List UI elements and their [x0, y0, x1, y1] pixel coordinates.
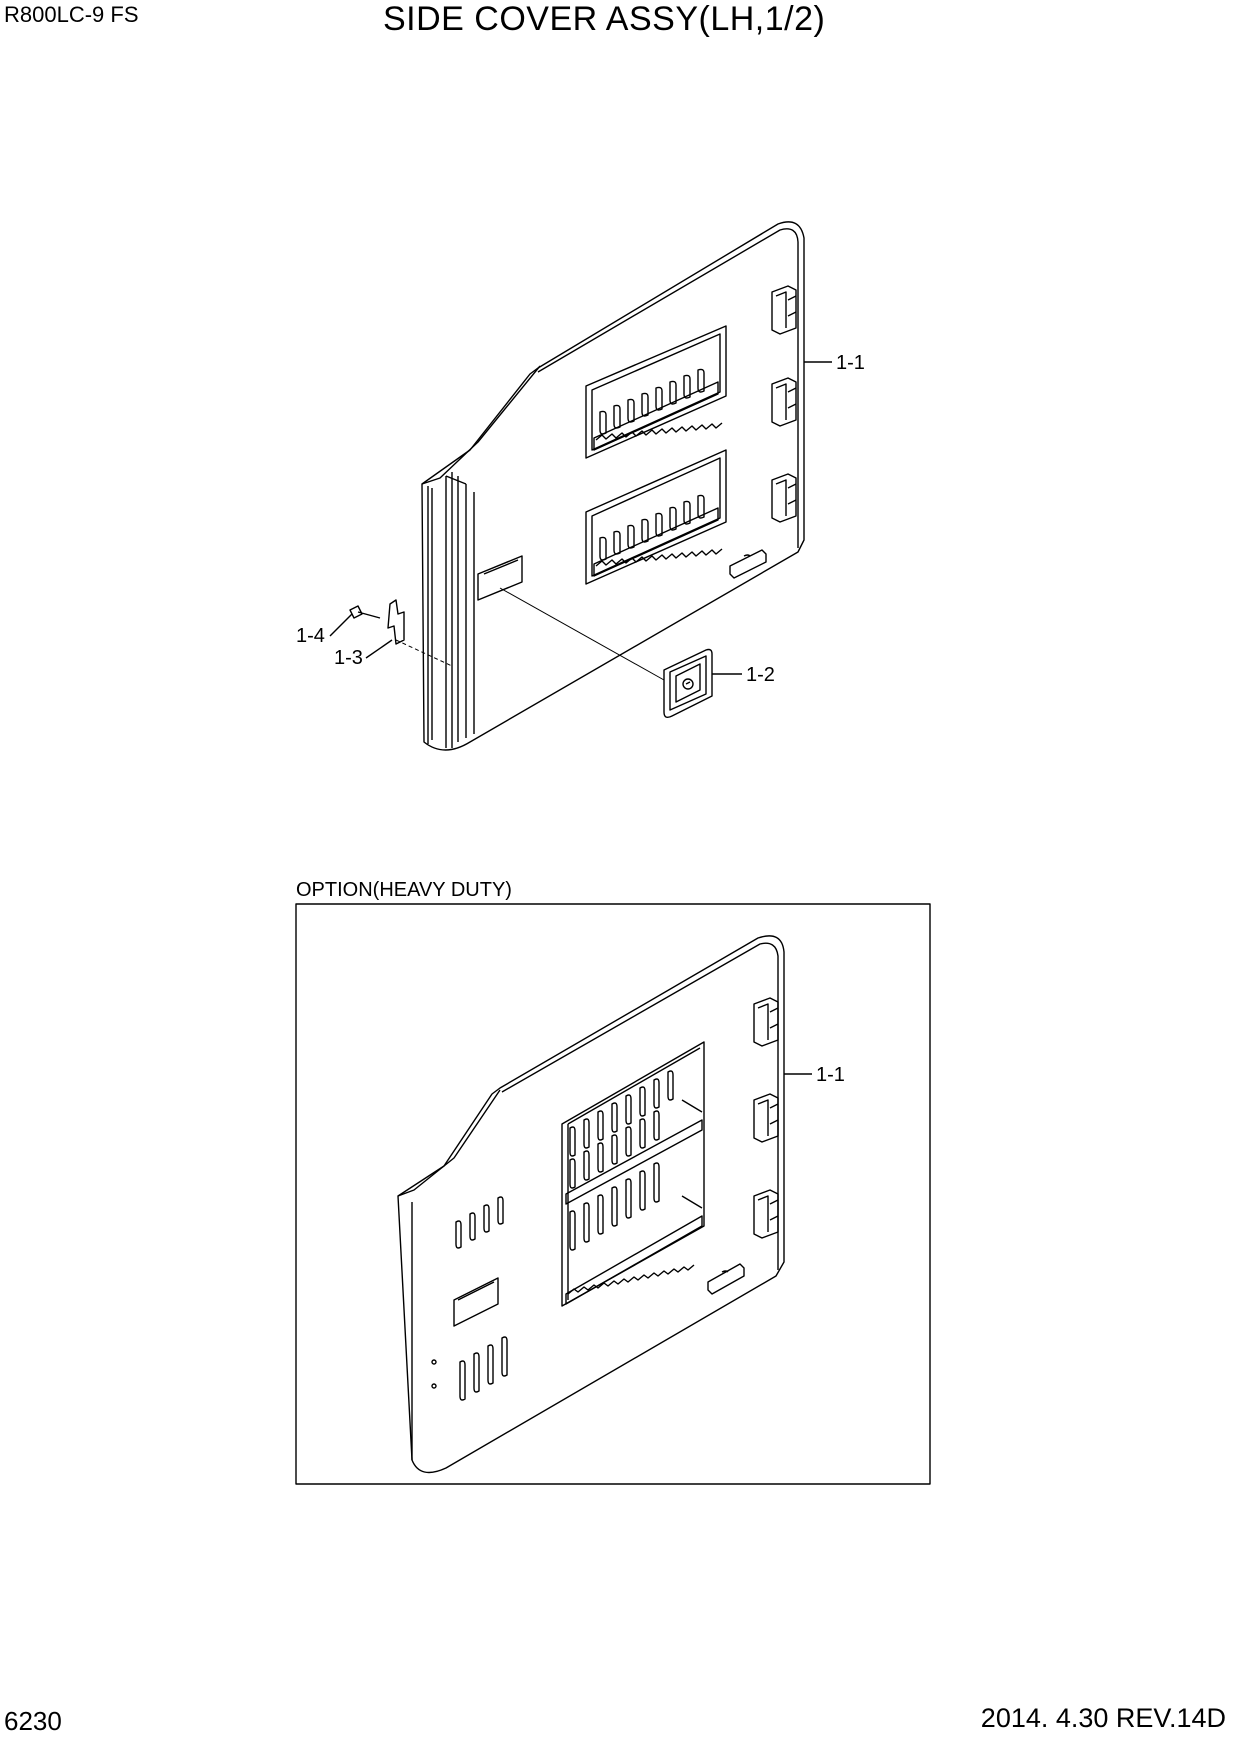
option-hinge-lower — [753, 1189, 779, 1239]
option-label: OPTION(HEAVY DUTY) — [296, 879, 512, 901]
callout-1-3: 1-3 — [334, 647, 363, 669]
stopper-bracket — [729, 549, 767, 579]
leader-bracket-dash — [395, 639, 453, 667]
lock-opening — [477, 555, 523, 601]
bolt-part — [349, 605, 381, 619]
callout-1-2: 1-2 — [746, 664, 775, 686]
leader-1-3 — [365, 639, 393, 659]
bracket-part — [387, 599, 405, 645]
page-number: 6230 — [4, 1706, 62, 1736]
callout-1-1-option: 1-1 — [816, 1064, 845, 1086]
hinge-middle — [771, 377, 797, 427]
lock-assy — [663, 648, 713, 719]
heavy-duty-side-cover — [397, 935, 785, 1474]
revision-date: 2014. 4.30 REV.14D — [980, 1703, 1226, 1733]
lower-grille — [585, 449, 727, 585]
leader-lock-dash — [499, 587, 665, 681]
option-hinge-upper — [753, 997, 779, 1047]
page-title: SIDE COVER ASSY(LH,1/2) — [383, 0, 826, 38]
callout-1-4: 1-4 — [296, 625, 325, 647]
leader-1-4 — [329, 613, 353, 637]
option-frame — [295, 903, 931, 1485]
option-stopper-bracket — [707, 1263, 745, 1295]
hinge-upper — [771, 285, 797, 335]
side-cover-panel — [421, 221, 805, 751]
hinge-lower — [771, 473, 797, 523]
upper-grille — [585, 325, 727, 459]
callout-1-1-top: 1-1 — [836, 352, 865, 374]
model-code: R800LC-9 FS — [4, 2, 139, 27]
option-hinge-middle — [753, 1093, 779, 1143]
heavy-duty-grille — [561, 1041, 705, 1307]
